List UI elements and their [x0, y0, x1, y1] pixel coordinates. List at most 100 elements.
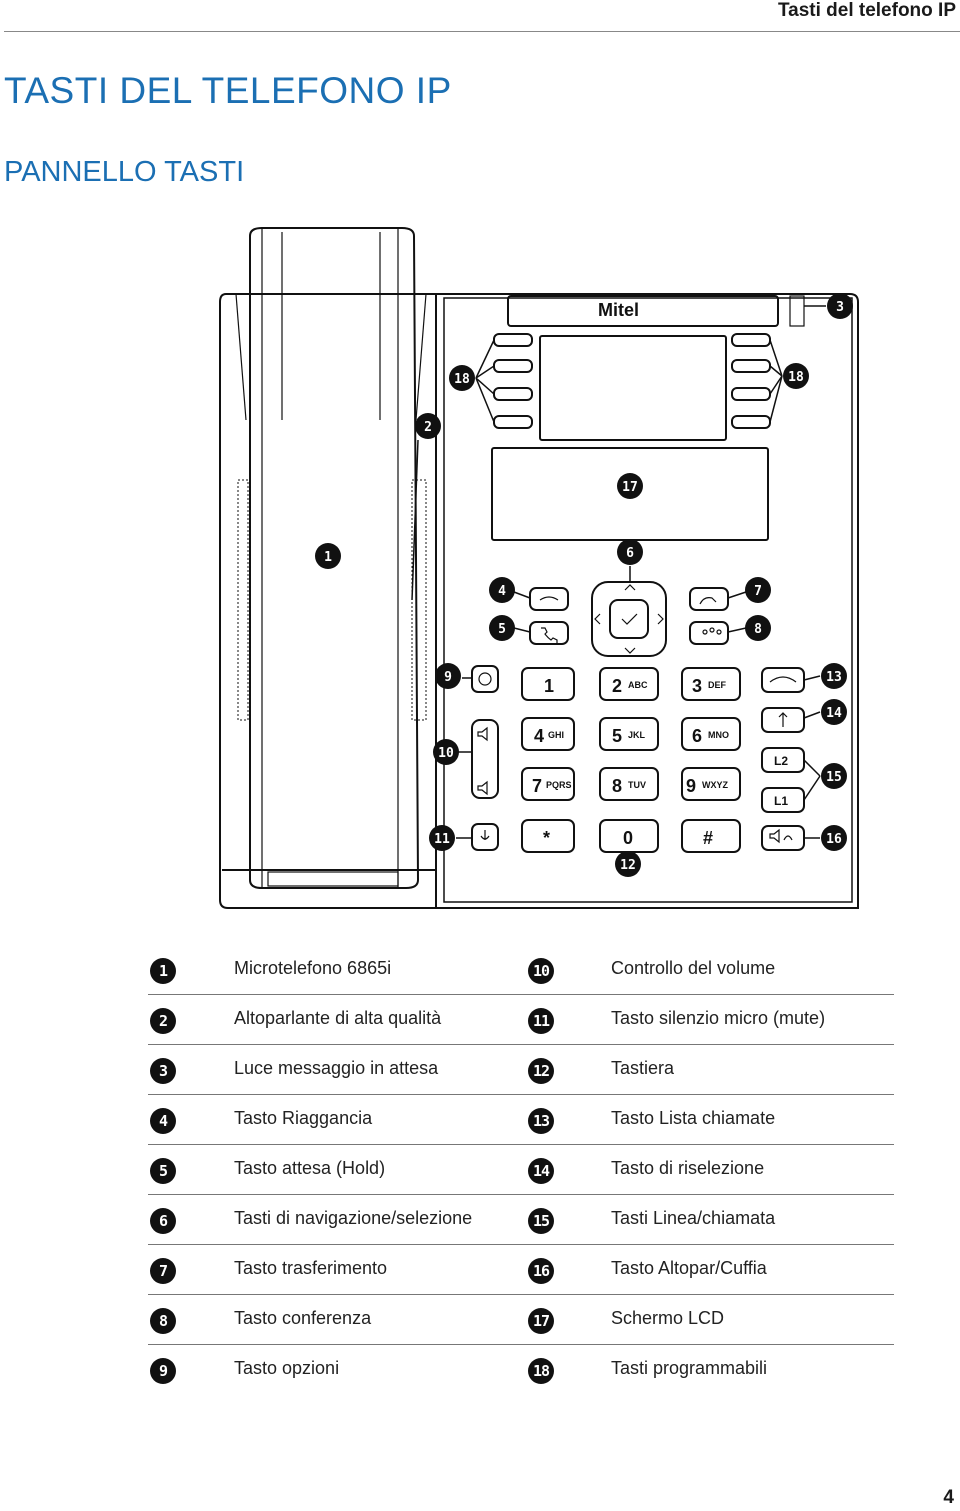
- legend-label: Tasto Lista chiamate: [611, 1108, 776, 1128]
- legend-row: 7 Tasto trasferimento 16 Tasto Altopar/C…: [148, 1245, 894, 1295]
- legend-label: Schermo LCD: [611, 1308, 725, 1328]
- key-1: 1: [544, 676, 554, 696]
- legend-row: 2 Altoparlante di alta qualità 11 Tasto …: [148, 995, 894, 1045]
- callout-17: 17: [622, 480, 638, 495]
- legend-number-badge: 12: [528, 1058, 554, 1084]
- callout-11: 11: [434, 832, 450, 847]
- legend-label: Tasto silenzio micro (mute): [611, 1008, 826, 1028]
- legend-row: 9 Tasto opzioni 18 Tasti programmabili: [148, 1345, 894, 1394]
- nav-right-icon: [657, 613, 664, 625]
- callout-3: 3: [836, 300, 844, 315]
- speaker-headset-icon: [769, 828, 793, 844]
- redial-icon: [778, 712, 788, 727]
- legend-number-badge: 3: [150, 1058, 176, 1084]
- key-6: 6: [692, 726, 702, 746]
- header-rule: [4, 31, 960, 32]
- callout-18-right: 18: [788, 370, 804, 385]
- key-2-letters: ABC: [628, 680, 648, 690]
- transfer-icon: [699, 597, 717, 605]
- legend-label: Tastiera: [611, 1058, 675, 1078]
- callout-2: 2: [424, 420, 432, 435]
- key-2: 2: [612, 676, 622, 696]
- callout-9: 9: [444, 670, 452, 685]
- legend-label: Tasto Riaggancia: [234, 1108, 373, 1128]
- legend-row: 3 Luce messaggio in attesa 12 Tastiera: [148, 1045, 894, 1095]
- key-3-letters: DEF: [708, 680, 727, 690]
- legend-label: Altoparlante di alta qualità: [234, 1008, 442, 1028]
- legend-number-badge: 16: [528, 1258, 554, 1284]
- legend-row: 1 Microtelefono 6865i 10 Controllo del v…: [148, 945, 894, 995]
- legend-number-badge: 14: [528, 1158, 554, 1184]
- callout-5: 5: [498, 622, 506, 637]
- nav-left-icon: [594, 613, 601, 625]
- key-star: *: [543, 828, 550, 848]
- callout-10: 10: [438, 746, 454, 761]
- legend-label: Tasto di riselezione: [611, 1158, 765, 1178]
- legend-number-badge: 9: [150, 1358, 176, 1384]
- legend-row: 5 Tasto attesa (Hold) 14 Tasto di risele…: [148, 1145, 894, 1195]
- hangup-icon: [539, 596, 559, 601]
- legend-label: Controllo del volume: [611, 958, 776, 978]
- volume-down-icon: [477, 780, 488, 796]
- callout-1: 1: [324, 550, 332, 565]
- nav-up-icon: [624, 584, 636, 591]
- legend-number-badge: 18: [528, 1358, 554, 1384]
- key-9-letters: WXYZ: [702, 780, 729, 790]
- legend-label: Tasti Linea/chiamata: [611, 1208, 776, 1228]
- legend-number-badge: 6: [150, 1208, 176, 1234]
- legend-number-badge: 11: [528, 1008, 554, 1034]
- brand-logo: Mitel: [598, 300, 639, 320]
- legend-row: 6 Tasti di navigazione/selezione 15 Tast…: [148, 1195, 894, 1245]
- legend-number-badge: 15: [528, 1208, 554, 1234]
- key-5: 5: [612, 726, 622, 746]
- callout-12: 12: [620, 858, 636, 873]
- legend-label: Tasto conferenza: [234, 1308, 372, 1328]
- key-line-2: L2: [774, 754, 788, 768]
- document-title: TASTI DEL TELEFONO IP: [4, 70, 452, 111]
- legend-row: 8 Tasto conferenza 17 Schermo LCD: [148, 1295, 894, 1345]
- running-header: Tasti del telefono IP: [777, 0, 956, 21]
- call-list-icon: [769, 676, 797, 683]
- callout-18-left: 18: [454, 372, 470, 387]
- key-6-letters: MNO: [708, 730, 729, 740]
- legend-number-badge: 10: [528, 958, 554, 984]
- callout-13: 13: [826, 670, 842, 685]
- options-gear-icon: [478, 672, 492, 686]
- volume-up-icon: [477, 726, 488, 742]
- legend-label: Tasto Altopar/Cuffia: [611, 1258, 767, 1278]
- callout-8: 8: [754, 622, 762, 637]
- callout-7: 7: [754, 584, 762, 599]
- hold-icon: [541, 627, 558, 644]
- legend-label: Luce messaggio in attesa: [234, 1058, 439, 1078]
- legend-number-badge: 7: [150, 1258, 176, 1284]
- mute-icon: [480, 830, 490, 840]
- legend-table: 1 Microtelefono 6865i 10 Controllo del v…: [148, 945, 894, 1394]
- callout-4: 4: [498, 584, 506, 599]
- key-7: 7: [532, 776, 542, 796]
- legend-row: 4 Tasto Riaggancia 13 Tasto Lista chiama…: [148, 1095, 894, 1145]
- callout-14: 14: [826, 706, 842, 721]
- phone-diagram: Mitel 1 2 ABC 3 DEF 4 GHI 5 JKL 6 MNO 7 …: [219, 227, 859, 909]
- legend-label: Tasto trasferimento: [234, 1258, 388, 1278]
- key-9: 9: [686, 776, 696, 796]
- key-zero: 0: [623, 828, 633, 848]
- key-8: 8: [612, 776, 622, 796]
- legend-number-badge: 4: [150, 1108, 176, 1134]
- document-subtitle: PANNELLO TASTI: [4, 156, 245, 188]
- key-3: 3: [692, 676, 702, 696]
- legend-number-badge: 8: [150, 1308, 176, 1334]
- key-7-letters: PQRS: [546, 780, 572, 790]
- legend-number-badge: 13: [528, 1108, 554, 1134]
- legend-label: Tasto opzioni: [234, 1358, 340, 1378]
- legend-label: Tasti programmabili: [611, 1358, 768, 1378]
- legend-label: Tasto attesa (Hold): [234, 1158, 386, 1178]
- legend-label: Microtelefono 6865i: [234, 958, 392, 978]
- key-8-letters: TUV: [628, 780, 646, 790]
- nav-down-icon: [624, 647, 636, 654]
- page-number: 4: [943, 1487, 954, 1508]
- legend-number-badge: 5: [150, 1158, 176, 1184]
- key-5-letters: JKL: [628, 730, 646, 740]
- legend-number-badge: 17: [528, 1308, 554, 1334]
- legend-number-badge: 2: [150, 1008, 176, 1034]
- callout-16: 16: [826, 832, 842, 847]
